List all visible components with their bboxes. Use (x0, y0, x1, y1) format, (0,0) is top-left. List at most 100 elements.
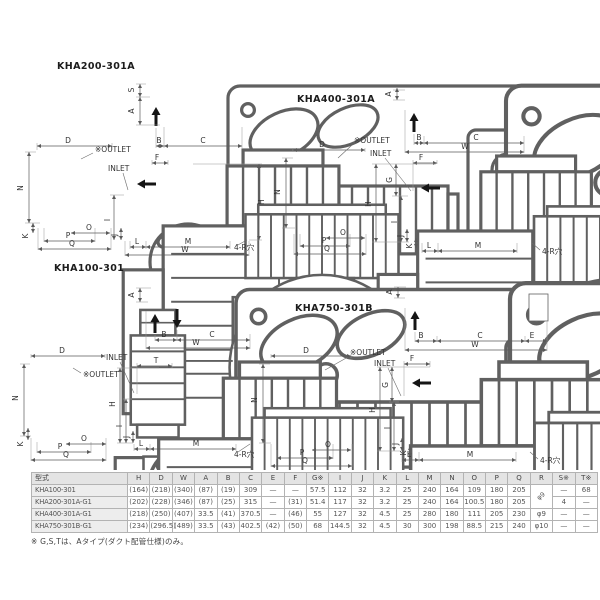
spec-cell: 33.5 (194, 520, 218, 533)
dim-label-w: W (181, 245, 189, 254)
spec-cell: φ9 (529, 484, 554, 509)
kha400-group: KHA400-301A A B C W D N (273, 85, 600, 470)
spec-cell: — (552, 508, 576, 521)
dim-label-j: J (122, 436, 131, 439)
spec-cell: 3.2 (373, 484, 397, 497)
dim-label-f: F (155, 153, 159, 162)
diagonal-value: φ9 (535, 490, 547, 502)
dim-label-q: Q (69, 239, 75, 248)
dim-label-o: O (86, 223, 92, 232)
spec-col-header: M (417, 472, 442, 485)
dim-label-i: I (383, 427, 392, 429)
dim-label-k: K (16, 440, 25, 446)
dim-label-l: L (427, 241, 432, 250)
spec-cell: 111 (462, 508, 487, 521)
spec-cell: 117 (328, 496, 352, 509)
kha100-title: KHA100-301 (54, 263, 124, 274)
dim-label-f: F (410, 354, 414, 363)
kha400-outlet-label: ※OUTLET (354, 136, 390, 145)
spec-cell: 370.5 (238, 508, 263, 521)
spec-cell: 25 (395, 508, 419, 521)
spec-col-header: L (395, 472, 419, 485)
dim-label-i: I (115, 425, 124, 427)
table-row: KHA750-301B-G1(234)(296.5)(489)33.5(43)4… (31, 520, 598, 533)
spec-cell: 300 (417, 520, 442, 533)
spec-cell: (407) (171, 508, 196, 521)
spec-cell: (346) (171, 496, 196, 509)
spec-cell: 88.5 (462, 520, 487, 533)
dim-label-c: C (200, 136, 205, 145)
dim-label-m: M (185, 237, 191, 246)
dim-label-q: Q (63, 450, 69, 459)
dim-label-c: C (477, 331, 482, 340)
kha100-inlet-down-arrow (172, 309, 182, 328)
dim-label-i: I (390, 221, 399, 223)
kha100-side-view: D ※OUTLET N K O P Q (11, 346, 459, 600)
kha750-side-view: D ※OUTLET N O P Q (250, 346, 600, 600)
dim-label-a: A (385, 289, 394, 295)
spec-cell: (218) (126, 508, 151, 521)
kha200-inlet-label: INLET (108, 164, 130, 173)
spec-cell: (50) (283, 520, 308, 533)
spec-col-header: E (261, 472, 285, 485)
spec-cell: 4.5 (373, 520, 397, 533)
spec-cell: 240 (417, 496, 442, 509)
spec-cell: — (552, 484, 576, 497)
dim-label-p: P (66, 231, 71, 240)
spec-col-header: O (462, 472, 487, 485)
spec-col-header: N (440, 472, 464, 485)
dim-label-o: O (340, 228, 346, 237)
spec-cell: (296.5) (149, 520, 176, 533)
spec-cell: 4.5 (373, 508, 397, 521)
spec-cell: 32 (350, 520, 375, 533)
spec-cell: 68 (305, 520, 330, 533)
kha200-group: KHA200-301A S A B C D ※OUTLET N (16, 61, 600, 514)
model-cell: KHA750-301B-G1 (31, 520, 128, 533)
dim-label-b: B (416, 133, 421, 142)
kha400-title: KHA400-301A (297, 94, 375, 105)
dim-label-g: G (385, 177, 394, 183)
spec-cell: 25 (395, 496, 419, 509)
kha400-inlet-label: INLET (370, 149, 392, 158)
kha400-outlet-up-arrow (409, 113, 419, 132)
spec-cell: — (261, 508, 285, 521)
dim-label-d: D (319, 140, 325, 149)
spec-col-header: A (194, 472, 218, 485)
dim-label-l: L (135, 237, 140, 246)
dim-label-m: M (475, 241, 481, 250)
dim-label-s: S (127, 87, 136, 92)
kha400-front-view: F INLET H G I J K L M 4-R穴 (364, 149, 600, 470)
spec-cell: (46) (283, 508, 308, 521)
spec-cell: 230 (507, 508, 531, 521)
spec-cell: 164 (440, 484, 464, 497)
spec-col-header: K (373, 472, 397, 485)
spec-cell: 32 (350, 484, 375, 497)
dim-label-o: O (325, 440, 331, 449)
spec-cell: (250) (149, 508, 173, 521)
dim-label-n: N (11, 395, 20, 401)
spec-cell: 164 (440, 496, 464, 509)
kha200-inlet-arrow (137, 179, 156, 189)
dim-label-w: W (192, 338, 200, 347)
dim-label-l: L (139, 439, 144, 448)
spec-cell: (234) (126, 520, 151, 533)
dim-label-h: H (108, 401, 117, 407)
spec-cell: 280 (417, 508, 442, 521)
spec-cell: 402.5 (238, 520, 263, 533)
spec-cell: (340) (171, 484, 196, 497)
dim-label-w: W (461, 142, 469, 151)
dim-label-o: O (81, 434, 87, 443)
spec-cell: 205 (484, 508, 509, 521)
spec-cell: 205 (507, 496, 531, 509)
spec-cell: 180 (484, 484, 509, 497)
dim-label-j: J (391, 443, 400, 446)
spec-col-header: G※ (305, 472, 330, 485)
spec-cell: (19) (216, 484, 240, 497)
dim-label-k: K (21, 232, 30, 238)
dim-label-a: A (127, 292, 136, 298)
spec-cell: 315 (238, 496, 263, 509)
dim-label-n: N (16, 185, 25, 191)
kha750-front-view: F INLET H G I J K L M 4-R穴 (368, 354, 600, 470)
spec-col-header: I (328, 472, 352, 485)
